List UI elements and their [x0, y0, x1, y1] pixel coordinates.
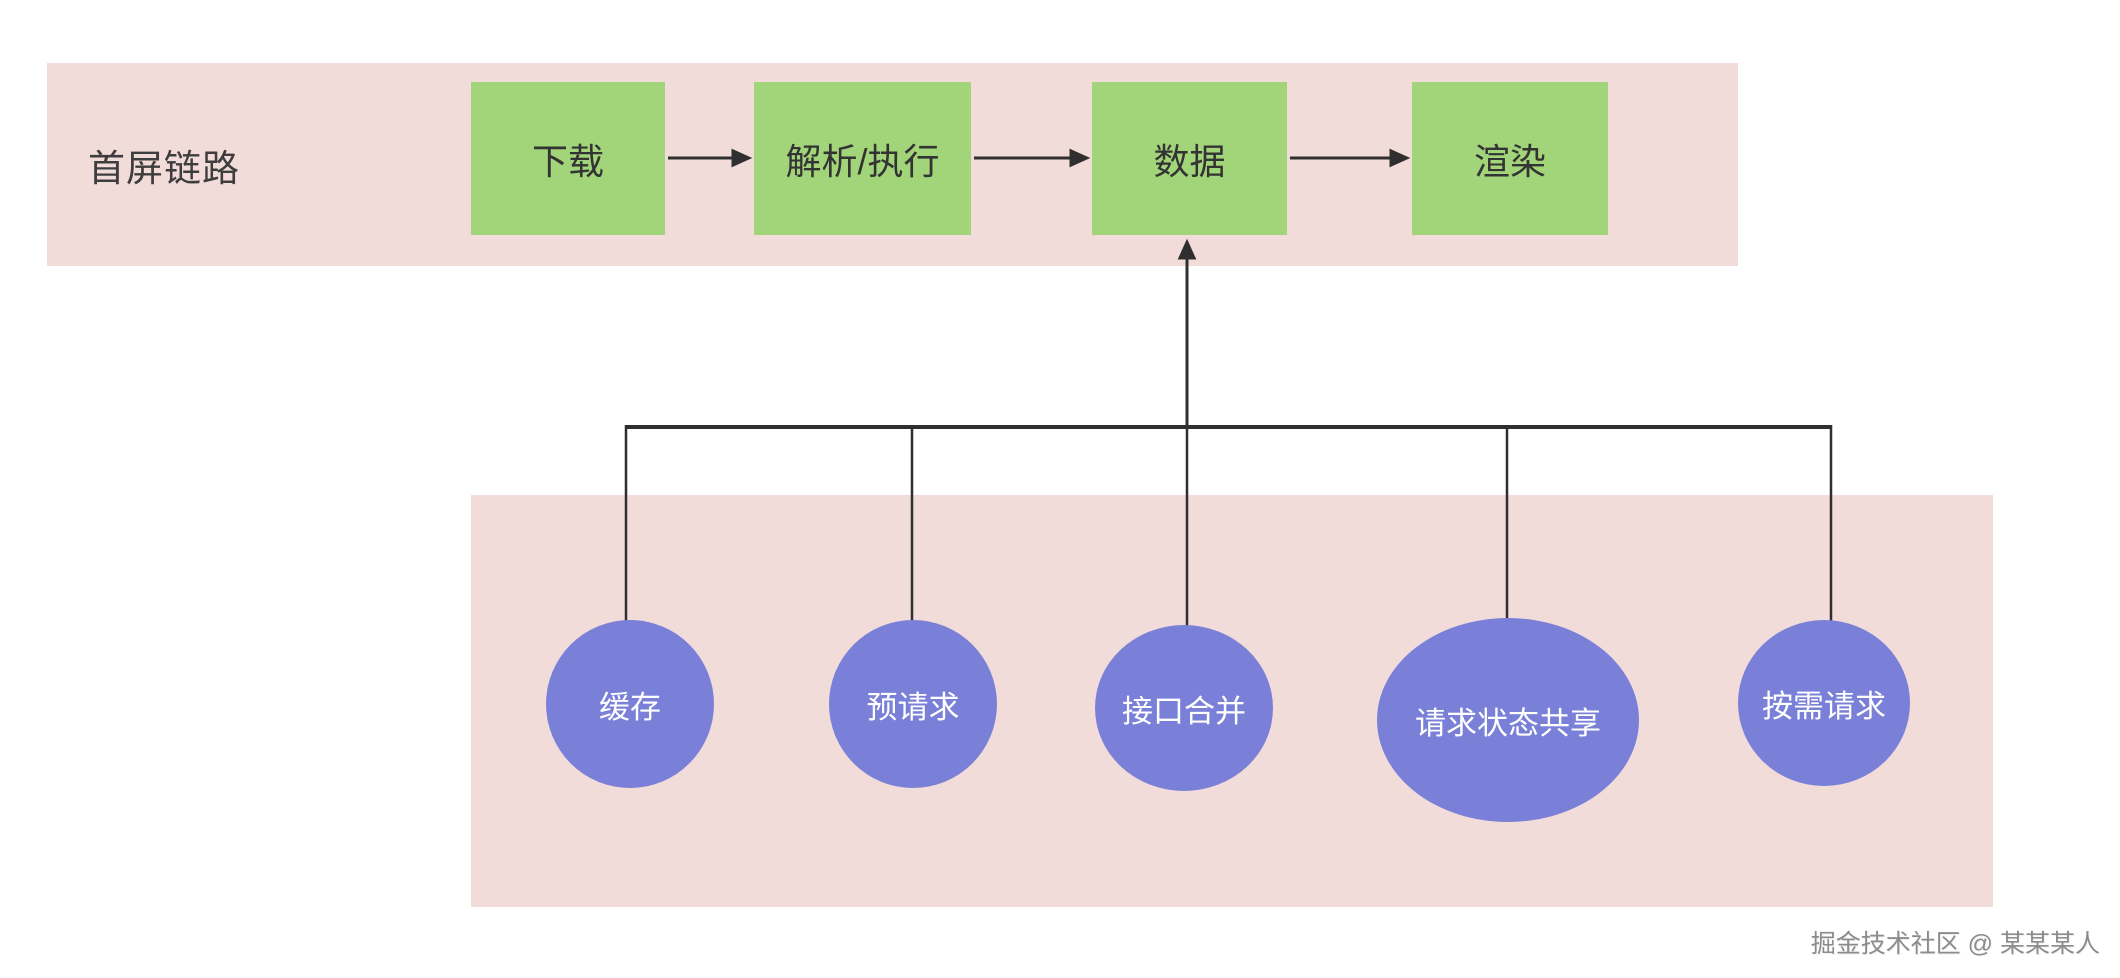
bubble-label: 预请求 — [866, 689, 960, 725]
watermark-text: 掘金技术社区 @ 某某某人 — [1810, 930, 2100, 958]
bubble-label: 缓存 — [599, 689, 661, 725]
bubble-label: 请求状态共享 — [1415, 705, 1601, 741]
bubble-api-merge: 接口合并 — [1095, 625, 1273, 791]
bubble-label: 接口合并 — [1122, 693, 1246, 729]
step-label: 渲染 — [1473, 140, 1546, 182]
step-box-download: 下载 — [471, 82, 665, 235]
step-label: 解析/执行 — [785, 140, 940, 182]
bubble-cache: 缓存 — [546, 620, 714, 788]
bubble-prefetch: 预请求 — [829, 620, 997, 788]
bubble-request-state-share: 请求状态共享 — [1377, 618, 1639, 822]
step-box-data: 数据 — [1092, 82, 1287, 235]
step-label: 数据 — [1153, 140, 1226, 182]
step-box-render: 渲染 — [1412, 82, 1608, 235]
step-label: 下载 — [531, 140, 604, 182]
banner-title: 首屏链路 — [88, 147, 240, 189]
step-box-parse-execute: 解析/执行 — [754, 82, 971, 235]
bubble-on-demand-request: 按需请求 — [1738, 620, 1910, 786]
bubble-label: 按需请求 — [1762, 688, 1886, 724]
